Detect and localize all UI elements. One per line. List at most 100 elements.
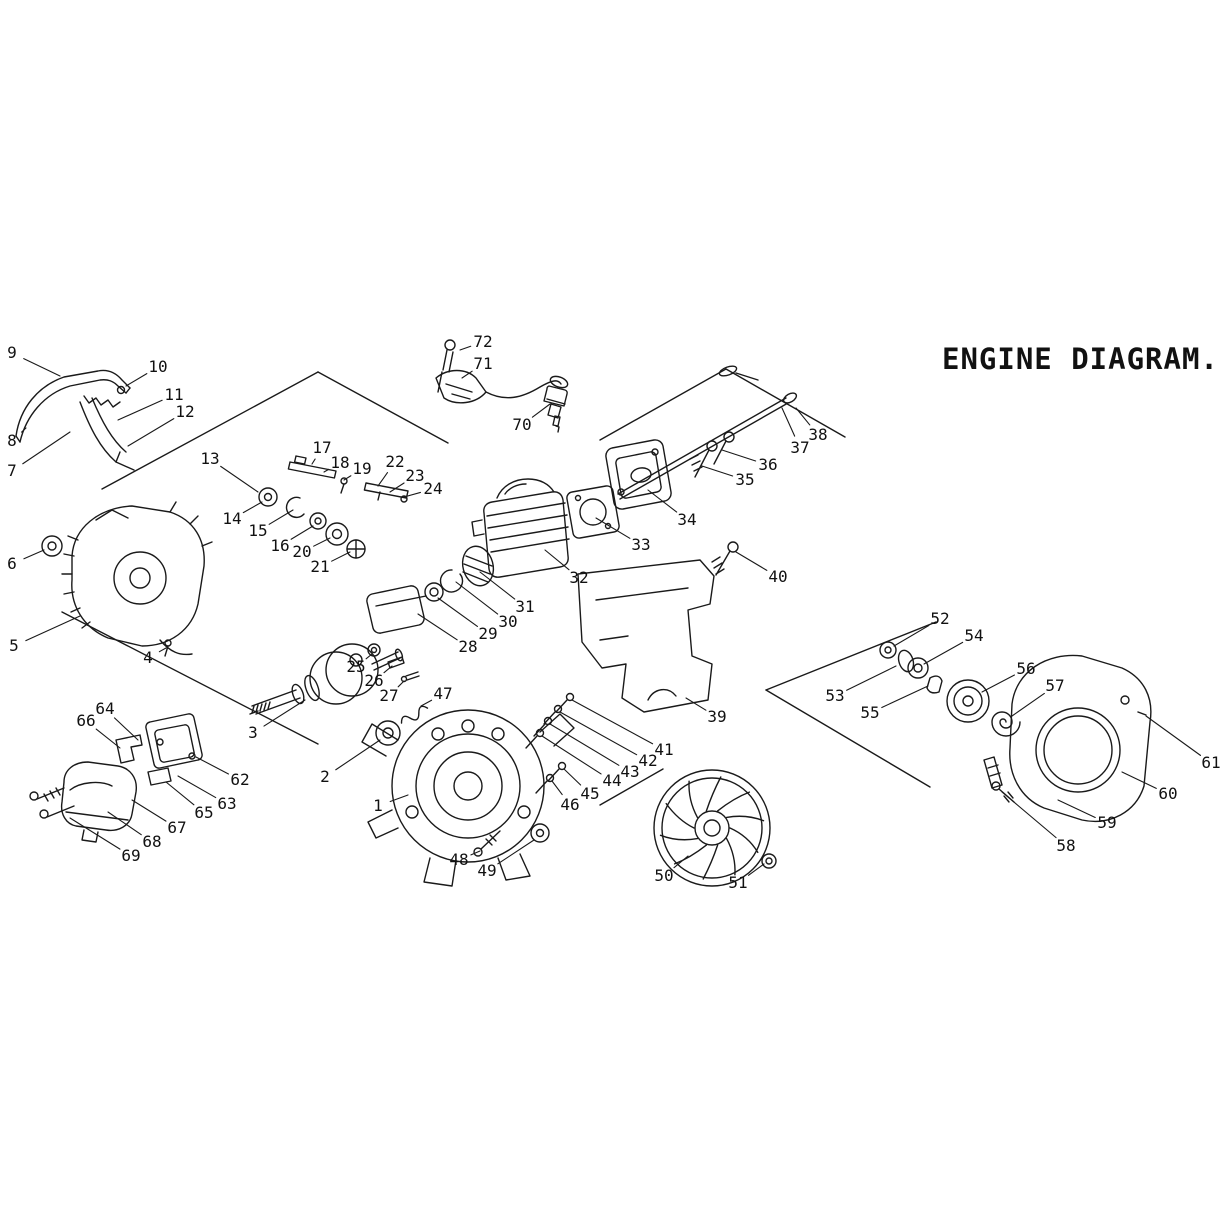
leader-line	[397, 680, 405, 688]
leader-line	[177, 775, 217, 799]
leader-line	[461, 370, 473, 379]
leader-line	[437, 597, 479, 627]
leader-line	[95, 728, 121, 749]
leader-line	[383, 665, 393, 674]
part-number-label: 36	[758, 455, 778, 474]
leader-line	[1121, 771, 1157, 789]
throttle-handle-assembly	[15, 369, 135, 471]
leader-line	[571, 699, 654, 745]
leader-line	[127, 418, 175, 447]
cylinder-gasket	[566, 485, 620, 539]
part-number-label: 56	[1016, 659, 1036, 678]
leader-line	[1057, 799, 1096, 819]
leader-line	[747, 863, 765, 876]
leader-line	[389, 482, 405, 493]
engine-shroud	[577, 541, 739, 713]
part-number-label: 24	[423, 479, 443, 498]
part-number-label: 21	[310, 557, 330, 576]
leader-line	[595, 517, 631, 539]
leader-line	[470, 850, 481, 856]
part-number-label: 10	[148, 357, 168, 376]
spark-plug	[543, 385, 568, 433]
leader-line	[107, 811, 142, 836]
part-number-label: 23	[405, 466, 425, 485]
leader-line	[242, 501, 263, 514]
part-number-label: 34	[677, 510, 697, 529]
leader-line	[531, 403, 551, 418]
leader-line	[479, 571, 516, 600]
leader-line	[735, 551, 768, 571]
diagram-title: ENGINE DIAGRAM.	[942, 342, 1219, 376]
part-number-label: 31	[515, 597, 535, 616]
part-number-label: 62	[230, 770, 250, 789]
leader-line	[647, 489, 678, 513]
part-number-label: 25	[346, 657, 366, 676]
part-number-label: 57	[1045, 676, 1065, 695]
leader-line	[981, 674, 1016, 693]
crankcase-screws	[525, 692, 575, 794]
part-number-label: 63	[217, 794, 237, 813]
part-number-label: 3	[248, 723, 258, 742]
part-number-label: 61	[1201, 753, 1221, 772]
part-number-label: 54	[964, 626, 984, 645]
leader-line	[290, 525, 314, 540]
leader-line	[389, 794, 409, 803]
leader-line	[846, 665, 897, 691]
leader-line	[781, 407, 796, 437]
part-number-label: 26	[364, 671, 384, 690]
crank-bearing-group	[258, 455, 409, 559]
leader-line	[1001, 791, 1057, 839]
leader-line	[23, 358, 61, 377]
part-number-label: 14	[222, 509, 242, 528]
leader-line	[131, 799, 167, 822]
part-number-label: 47	[433, 684, 453, 703]
part-number-label: 44	[602, 771, 622, 790]
part-number-label: 71	[473, 354, 493, 373]
part-number-label: 22	[385, 452, 405, 471]
part-number-label: 42	[638, 751, 658, 770]
part-number-label: 18	[330, 453, 350, 472]
leader-line	[721, 449, 757, 462]
leader-line	[125, 373, 148, 387]
part-number-label: 35	[735, 470, 755, 489]
leader-line	[923, 641, 964, 665]
part-number-label: 16	[270, 536, 290, 555]
part-number-label: 28	[458, 637, 478, 656]
part-number-label: 41	[654, 740, 674, 759]
part-number-label: 38	[808, 425, 828, 444]
leader-line	[25, 615, 81, 642]
leader-line	[335, 739, 381, 771]
leader-line	[311, 458, 316, 465]
part-number-label: 69	[121, 846, 141, 865]
part-number-label: 68	[142, 832, 162, 851]
starter-pawl-group	[879, 641, 1021, 737]
part-number-label: 67	[167, 818, 187, 837]
case-bolts	[473, 823, 550, 857]
leader-line	[1145, 715, 1202, 756]
washer	[41, 535, 63, 557]
leader-line	[549, 723, 620, 766]
leader-line	[23, 549, 45, 560]
part-number-label: 4	[143, 648, 153, 667]
leader-line	[701, 465, 734, 477]
leader-line	[563, 768, 582, 786]
part-number-label: 29	[478, 624, 498, 643]
leader-line	[551, 780, 563, 796]
part-number-label: 46	[560, 795, 580, 814]
leader-line	[165, 781, 195, 806]
part-number-label: 6	[7, 554, 17, 573]
leader-line	[365, 653, 373, 660]
leader-line	[673, 855, 689, 869]
part-number-label: 64	[95, 699, 115, 718]
leader-line	[497, 839, 535, 865]
leader-line	[158, 647, 167, 653]
leader-line	[20, 427, 27, 433]
leader-line	[544, 549, 570, 571]
leader-line	[420, 699, 433, 707]
part-number-label: 8	[7, 431, 17, 450]
crankshaft	[249, 643, 429, 746]
part-number-label: 13	[200, 449, 220, 468]
leader-line	[343, 475, 352, 481]
part-number-label: 40	[768, 567, 788, 586]
